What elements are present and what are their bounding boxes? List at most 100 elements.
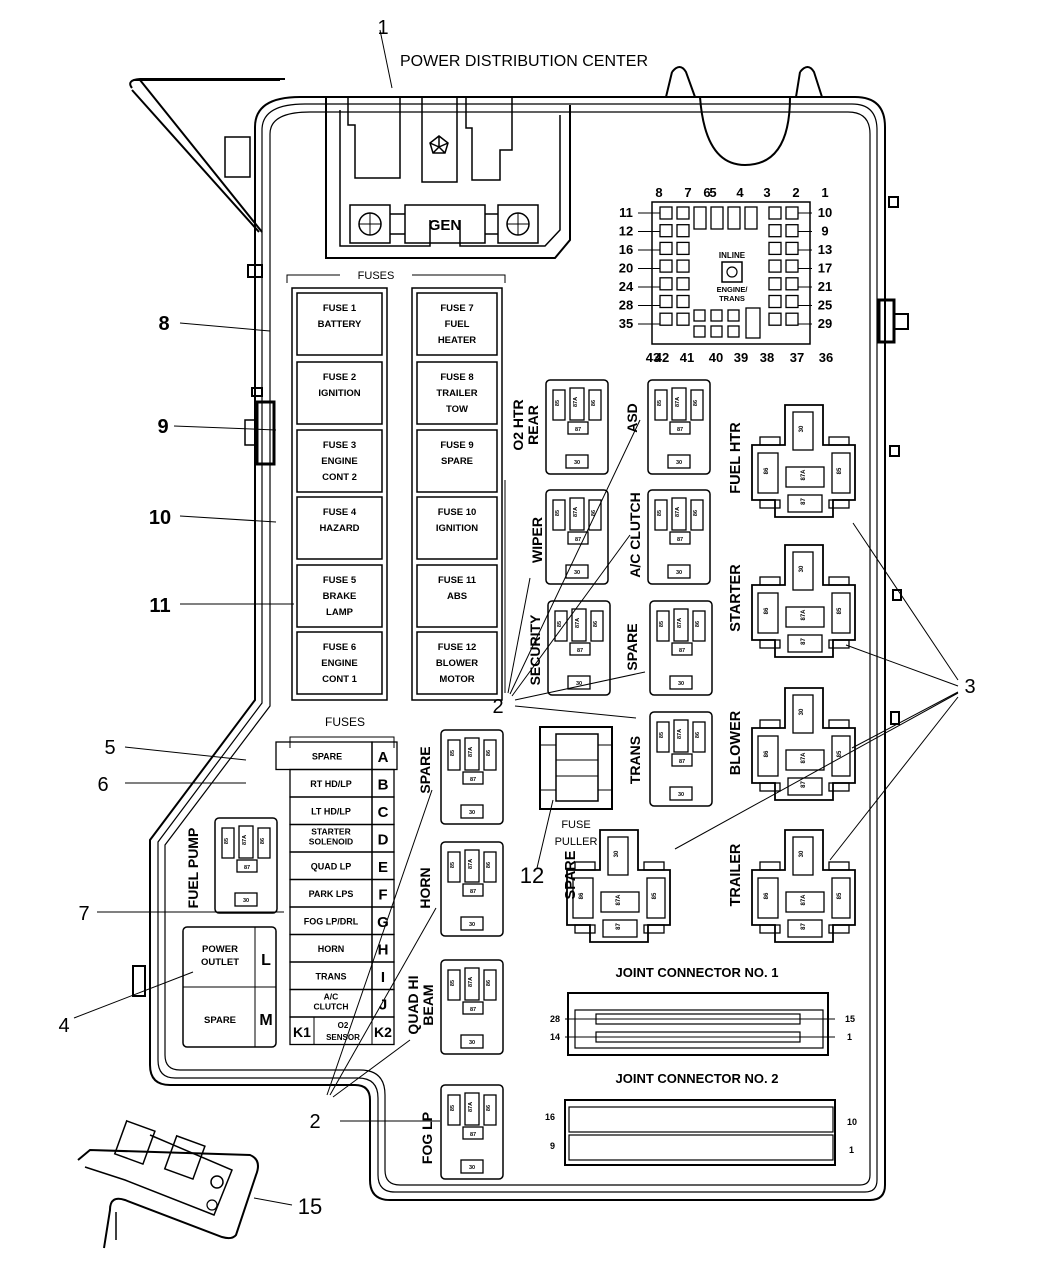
relay-pin-label: 30 <box>576 681 582 687</box>
inline-cavity <box>785 259 799 273</box>
relay-pin-label: 86 <box>764 892 770 899</box>
relay-pin-label: 87 <box>801 638 807 645</box>
relay-pin-label: 85 <box>557 621 563 627</box>
relay-pin-label: 87 <box>801 498 807 505</box>
jc1-pin-1: 1 <box>847 1032 852 1042</box>
chrysler-pentastar-icon <box>429 135 449 154</box>
inline-cavity <box>676 277 690 291</box>
relay-pin-label: 85 <box>555 510 561 516</box>
inline-pin-number: 28 <box>619 298 633 313</box>
relay-pin-label: 86 <box>764 750 770 757</box>
fuse-label: FUSE 12 <box>438 642 477 653</box>
relay-pin-label: 30 <box>469 1040 475 1046</box>
fuse-label: FUSE 3 <box>323 440 356 451</box>
relay-pin-label: 87A <box>468 977 474 987</box>
inline-cavity <box>659 312 673 326</box>
callout-15: 15 <box>298 1194 322 1219</box>
relay-pin-label: 87A <box>575 618 581 628</box>
generator-terminal-block: GEN <box>325 96 571 259</box>
relay-pin-label: 30 <box>243 898 249 904</box>
relay-bracket-item-15 <box>77 1119 259 1249</box>
fuse-label: IGNITION <box>318 388 360 399</box>
jc2-pin-10: 10 <box>847 1117 857 1127</box>
fuse-letter: L <box>261 952 271 969</box>
fuse-label: BRAKE <box>323 591 357 602</box>
relay-pin-label: 87 <box>575 537 581 543</box>
callout-2-lower: 2 <box>309 1111 320 1133</box>
relay-label: HORN <box>417 867 433 908</box>
inline-cavity <box>785 206 799 220</box>
inline-pin-number: 25 <box>818 298 832 313</box>
inline-pin-number: 8 <box>655 185 662 200</box>
fuse-puller[interactable]: FUSE PULLER <box>539 726 613 848</box>
relay-pin-label: 85 <box>837 467 843 474</box>
relay-pin-label: 86 <box>486 980 492 986</box>
inline-cavity <box>710 325 723 338</box>
relay-pin-label: 85 <box>652 892 658 899</box>
relay-pin-label: 85 <box>450 750 456 756</box>
fuse-label: STARTER <box>311 827 351 837</box>
fuse-label: FUSE 6 <box>323 642 356 653</box>
inline-cavity <box>693 206 707 230</box>
inline-pin-number: 38 <box>760 350 774 365</box>
fuse-label: POWER <box>202 944 238 955</box>
fuse-label: SPARE <box>312 751 342 761</box>
relay-pin-label: 86 <box>695 732 701 738</box>
fuse-label: CONT 2 <box>322 472 357 483</box>
relay-pin-label: 85 <box>224 838 230 844</box>
relay-pin-label: 30 <box>614 850 620 857</box>
relay-label: A/C CLUTCH <box>627 492 643 578</box>
inline-cavity <box>676 312 690 326</box>
relay-pin-label: 85 <box>659 732 665 738</box>
inline-cavity <box>659 277 673 291</box>
inline-pin-number: 42 <box>655 350 669 365</box>
relay-pin-label: 30 <box>799 425 805 432</box>
relay-pin-label: 30 <box>799 850 805 857</box>
callout-group: 1 8 9 10 11 5 6 7 4 2 2 <box>58 17 975 1219</box>
jc1-pin-28: 28 <box>550 1014 560 1024</box>
